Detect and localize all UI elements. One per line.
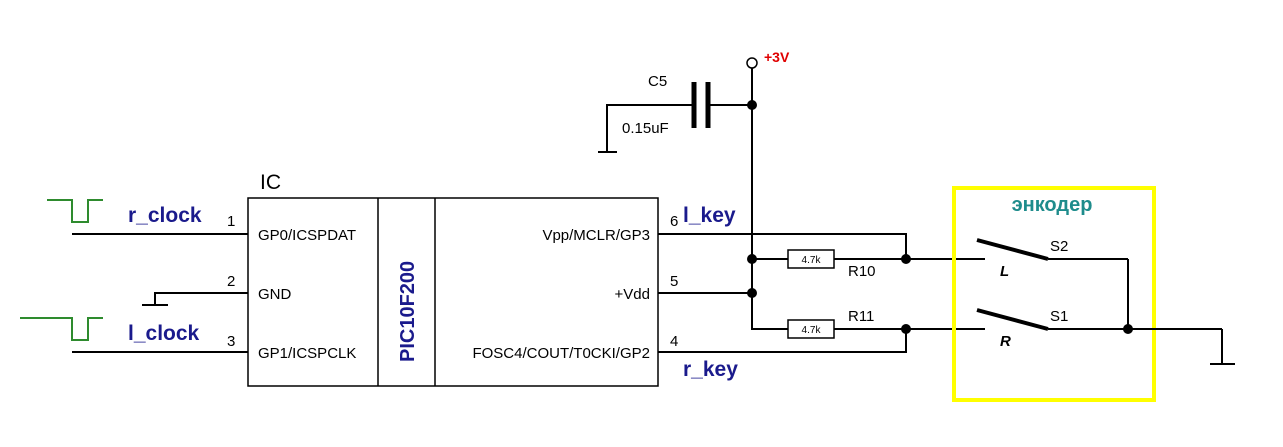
- wire-pin4: [658, 329, 907, 353]
- switch-s2-ref: S2: [1050, 238, 1068, 255]
- pin-name-gp1: GP1/ICSPCLK: [258, 345, 356, 362]
- ic-ref: IC: [260, 171, 281, 194]
- resistor-r11-value: 4.7k: [802, 325, 822, 336]
- pin-number-6: 6: [670, 213, 678, 230]
- ic-part-number: PIC10F200: [397, 261, 419, 362]
- junction-vdd: [747, 288, 757, 298]
- pin-number-4: 4: [670, 333, 678, 350]
- resistor-r10-ref: R10: [848, 263, 876, 280]
- pin-name-gp2: FOSC4/COUT/T0CKI/GP2: [472, 345, 650, 362]
- power-label: +3V: [764, 49, 790, 65]
- r-clock-pulse-icon: [47, 199, 103, 223]
- pin-number-5: 5: [670, 273, 678, 290]
- switch-s1-lever: [976, 308, 1049, 331]
- pin-name-vdd: +Vdd: [615, 286, 650, 303]
- wire-pin2: [154, 292, 248, 305]
- junction-common: [1123, 324, 1133, 334]
- pin-name-gnd: GND: [258, 286, 292, 303]
- switch-s2-lever: [976, 238, 1049, 261]
- pin-number-2: 2: [227, 273, 235, 290]
- net-label-r-key: r_key: [683, 358, 738, 381]
- capacitor-value: 0.15uF: [622, 120, 669, 137]
- switch-s1-ref: S1: [1050, 308, 1068, 325]
- net-label-l-key: l_key: [683, 204, 736, 227]
- resistor-r10-value: 4.7k: [802, 255, 822, 266]
- junction-r-key: [901, 324, 911, 334]
- wire-cap-left: [606, 104, 694, 152]
- pin-name-gp0: GP0/ICSPDAT: [258, 227, 356, 244]
- junction-r10: [747, 254, 757, 264]
- pin-name-vpp: Vpp/MCLR/GP3: [542, 227, 650, 244]
- pin-number-1: 1: [227, 213, 235, 230]
- switch-s1-label: R: [1000, 333, 1011, 350]
- capacitor-ref: C5: [648, 73, 667, 90]
- encoder-title: энкодер: [1012, 194, 1093, 216]
- power-terminal-icon: [746, 57, 758, 69]
- encoder-box: [952, 186, 1156, 402]
- switch-s2-label: L: [1000, 263, 1009, 280]
- wire-vdd-rail: [751, 68, 788, 330]
- junction-l-key: [901, 254, 911, 264]
- pin-number-3: 3: [227, 333, 235, 350]
- wire-pin6: [658, 233, 907, 259]
- net-label-l-clock: l_clock: [128, 322, 200, 345]
- junction-cap: [747, 100, 757, 110]
- resistor-r11-ref: R11: [848, 308, 874, 325]
- l-clock-pulse-icon: [20, 317, 103, 341]
- net-label-r-clock: r_clock: [128, 204, 202, 227]
